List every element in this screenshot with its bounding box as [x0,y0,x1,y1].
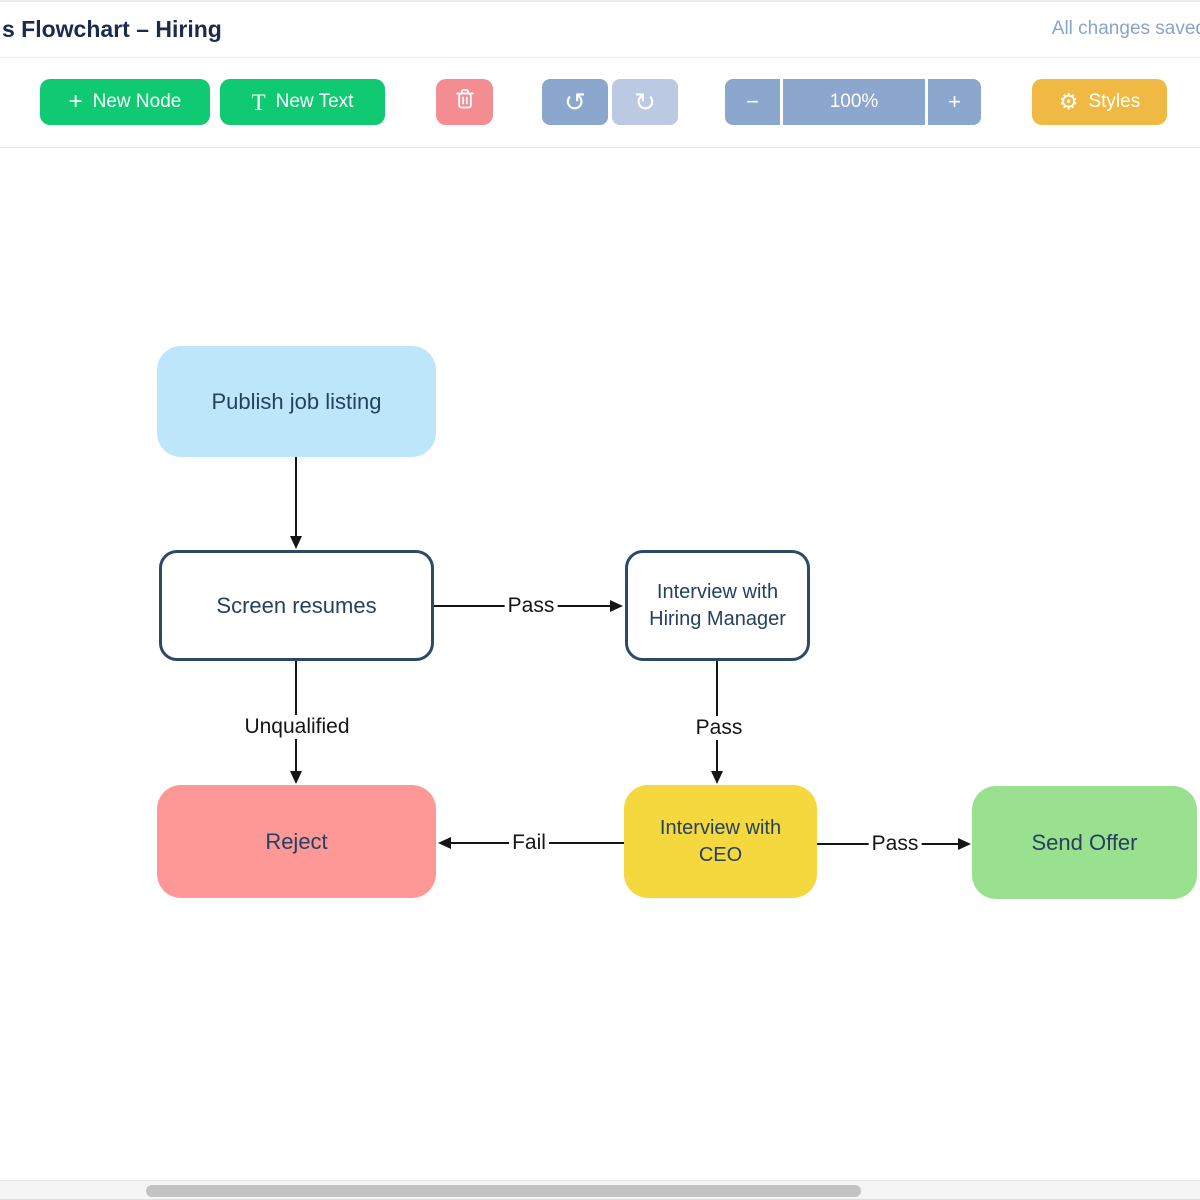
edge-label-pass-screen-to-hm[interactable]: Pass [504,594,558,618]
plus-icon: + [68,88,83,115]
zoom-out-button[interactable]: − [725,79,780,125]
minus-icon: − [746,89,759,114]
node-publish-job-listing[interactable]: Publish job listing [157,346,436,457]
undo-button[interactable]: ↺ [542,79,608,125]
node-label: Interview with [659,816,782,839]
document-title: s Flowchart – Hiring [2,16,222,42]
node-screen-resumes[interactable]: Screen resumes [159,550,434,661]
zoom-level: 100% [783,79,925,125]
node-label: Reject [265,828,328,854]
trash-icon [454,87,476,117]
node-interview-ceo[interactable]: Interview with CEO [624,785,817,898]
plus-icon: + [948,89,961,114]
delete-button[interactable] [436,79,493,125]
flowchart-canvas[interactable]: Publish job listing Screen resumes Inter… [0,148,1200,1180]
edges-layer [290,457,971,850]
new-node-button[interactable]: + New Node [40,79,210,125]
title-bar: s Flowchart – Hiring All changes saved [0,2,1200,58]
toolbar: + New Node T New Text ↺ ↻ − 100% + ⚙ [0,58,1200,148]
new-text-label: New Text [275,91,354,112]
redo-icon: ↻ [634,86,656,117]
node-send-offer[interactable]: Send Offer [972,786,1197,899]
node-label: Publish job listing [211,388,382,414]
node-reject[interactable]: Reject [157,785,436,898]
new-text-button[interactable]: T New Text [220,79,385,125]
edge-label-pass-hm-to-ceo[interactable]: Pass [692,716,746,740]
scrollbar-thumb[interactable] [146,1185,861,1197]
node-label: Hiring Manager [649,607,786,630]
node-label: Screen resumes [216,592,377,618]
node-label: CEO [698,843,743,866]
undo-icon: ↺ [564,86,586,117]
edge-label-unqualified[interactable]: Unqualified [241,715,353,739]
edge-label-pass-ceo-to-offer[interactable]: Pass [868,832,922,856]
horizontal-scrollbar[interactable] [0,1180,1200,1200]
node-label: Send Offer [1031,829,1138,855]
edge-label-fail[interactable]: Fail [509,831,549,855]
styles-button[interactable]: ⚙ Styles [1032,79,1167,125]
new-node-label: New Node [92,91,182,112]
node-label: Interview with [656,580,779,603]
save-status: All changes saved [1051,18,1200,39]
zoom-controls: − 100% + [725,79,981,125]
text-icon: T [251,89,266,115]
zoom-in-button[interactable]: + [928,79,981,125]
redo-button[interactable]: ↻ [612,79,678,125]
styles-label: Styles [1088,91,1141,112]
gear-icon: ⚙ [1058,89,1079,114]
node-interview-hiring-manager[interactable]: Interview with Hiring Manager [625,550,810,661]
